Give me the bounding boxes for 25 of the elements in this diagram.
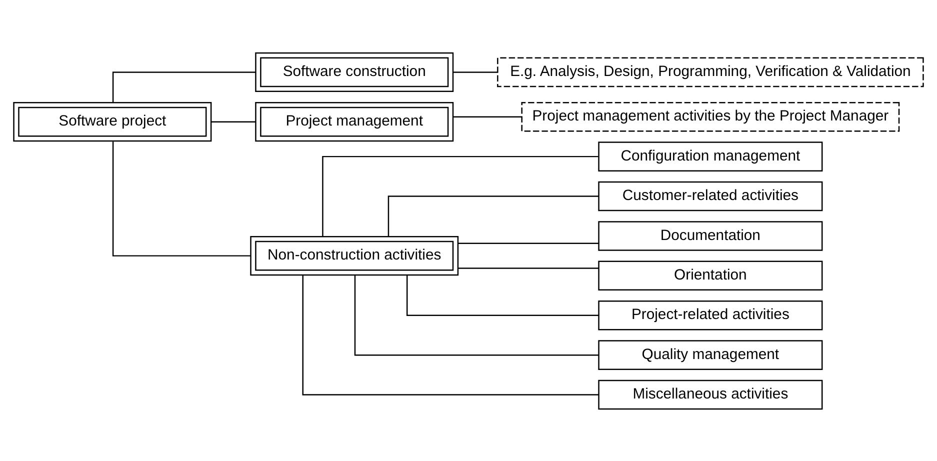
connector <box>453 116 522 117</box>
node-box: E.g. Analysis, Design, Programming, Verification & Validation <box>497 56 924 87</box>
node-box: Project management activities by the Project Manager <box>521 101 900 132</box>
connector <box>354 274 598 356</box>
node-box: Miscellaneous activities <box>598 379 823 410</box>
node-box: Quality management <box>598 340 823 370</box>
connector <box>406 274 599 316</box>
connector <box>302 274 599 395</box>
node-box: Software project <box>13 101 212 142</box>
node-box: Orientation <box>598 260 823 290</box>
connector <box>458 267 599 268</box>
connector <box>458 242 599 244</box>
node-box: Project-related activities <box>598 300 823 330</box>
connector <box>211 120 256 122</box>
connector <box>388 195 599 236</box>
node-box: Non-construction activities <box>250 235 459 276</box>
node-box: Software construction <box>255 52 454 92</box>
node-box: Configuration management <box>598 141 823 171</box>
connector <box>112 141 251 256</box>
connector <box>322 155 598 236</box>
connector <box>453 71 498 72</box>
node-box: Customer-related activities <box>598 180 823 211</box>
node-box: Project management <box>255 101 454 142</box>
connector <box>112 71 256 102</box>
node-box: Documentation <box>598 220 823 250</box>
